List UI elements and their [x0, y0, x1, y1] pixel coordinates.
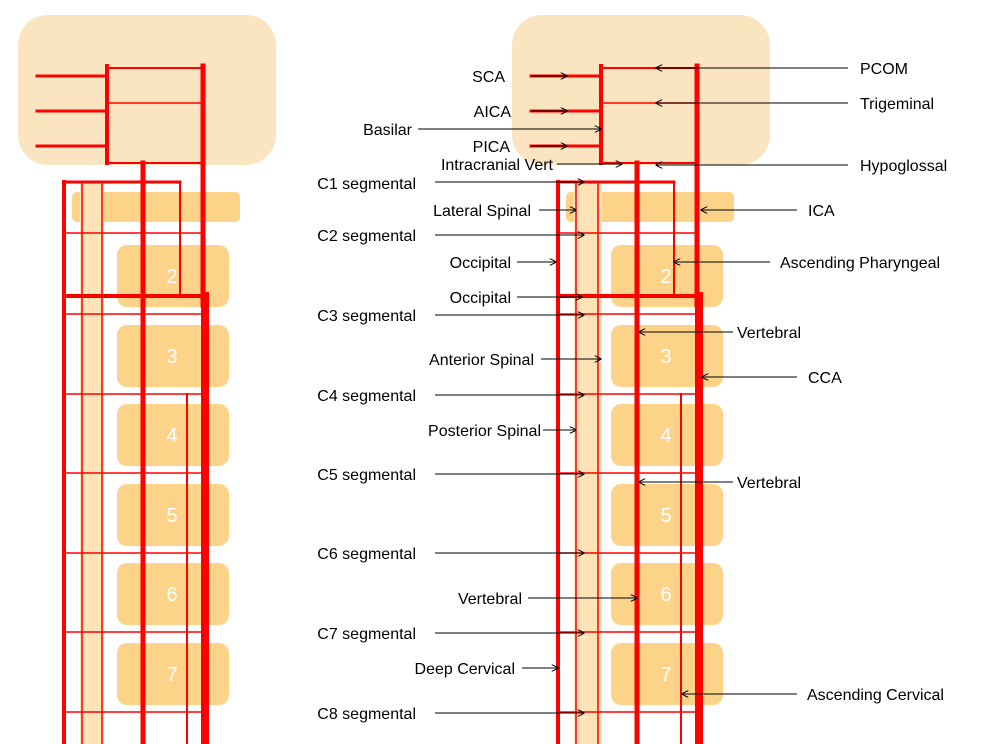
label-deep-cervical: Deep Cervical — [415, 661, 515, 678]
label-c7-segmental: C7 segmental — [317, 626, 416, 643]
atlas-c1 — [72, 192, 240, 222]
vertebra-number: 5 — [660, 505, 671, 527]
label-trigeminal: Trigeminal — [860, 96, 934, 113]
vertebra-number: 6 — [166, 584, 177, 606]
brain-shape — [512, 15, 770, 165]
label-cca: CCA — [808, 370, 842, 387]
left-arteries — [35, 63, 209, 744]
label-ascending-cervical: Ascending Cervical — [807, 687, 944, 704]
vertebra-number: 2 — [166, 266, 177, 288]
labels-right: PCOM Trigeminal Hypoglossal ICA Ascendin… — [737, 61, 947, 704]
vertebra-number: 3 — [660, 346, 671, 368]
label-pica: PICA — [473, 139, 511, 156]
vertebra-number: 6 — [660, 584, 671, 606]
label-c5-segmental: C5 segmental — [317, 467, 416, 484]
left-diagram: 2 3 4 5 6 7 — [18, 15, 276, 744]
vertebra-number: 5 — [166, 505, 177, 527]
labels-left: SCA AICA Basilar PICA Intracranial Vert … — [317, 69, 553, 723]
vertebra-number: 4 — [660, 425, 671, 447]
label-pcom: PCOM — [860, 61, 908, 78]
label-ascending-pharyngeal: Ascending Pharyngeal — [780, 255, 940, 272]
label-vertebral-upper: Vertebral — [737, 325, 801, 342]
label-vertebral-mid: Vertebral — [737, 475, 801, 492]
label-c2-segmental: C2 segmental — [317, 228, 416, 245]
label-vertebral-lower: Vertebral — [458, 591, 522, 608]
label-aica: AICA — [474, 104, 512, 121]
spinal-cord — [80, 182, 104, 744]
atlas-c1 — [566, 192, 734, 222]
vertebra-number: 7 — [166, 664, 177, 686]
label-posterior-spinal: Posterior Spinal — [428, 423, 541, 440]
label-intracranial-vert: Intracranial Vert — [441, 157, 554, 174]
label-occipital-1: Occipital — [450, 255, 511, 272]
label-basilar: Basilar — [363, 122, 413, 139]
label-occipital-2: Occipital — [450, 290, 511, 307]
label-c3-segmental: C3 segmental — [317, 308, 416, 325]
label-hypoglossal: Hypoglossal — [860, 158, 947, 175]
label-c8-segmental: C8 segmental — [317, 706, 416, 723]
brain-shape — [18, 15, 276, 165]
right-vertebra-numbers: 2 3 4 5 6 7 — [660, 266, 671, 686]
label-lateral-spinal: Lateral Spinal — [433, 203, 531, 220]
label-c6-segmental: C6 segmental — [317, 546, 416, 563]
label-ica: ICA — [808, 203, 835, 220]
vertebra-number: 2 — [660, 266, 671, 288]
right-diagram: 2 3 4 5 6 7 — [317, 15, 947, 744]
vertebra-number: 3 — [166, 346, 177, 368]
label-sca: SCA — [472, 69, 505, 86]
vertebra-number: 7 — [660, 664, 671, 686]
vertebra-number: 4 — [166, 425, 177, 447]
label-c4-segmental: C4 segmental — [317, 388, 416, 405]
label-anterior-spinal: Anterior Spinal — [429, 352, 534, 369]
label-c1-segmental: C1 segmental — [317, 176, 416, 193]
label-arrows — [418, 68, 848, 713]
left-vertebra-numbers: 2 3 4 5 6 7 — [166, 266, 177, 686]
